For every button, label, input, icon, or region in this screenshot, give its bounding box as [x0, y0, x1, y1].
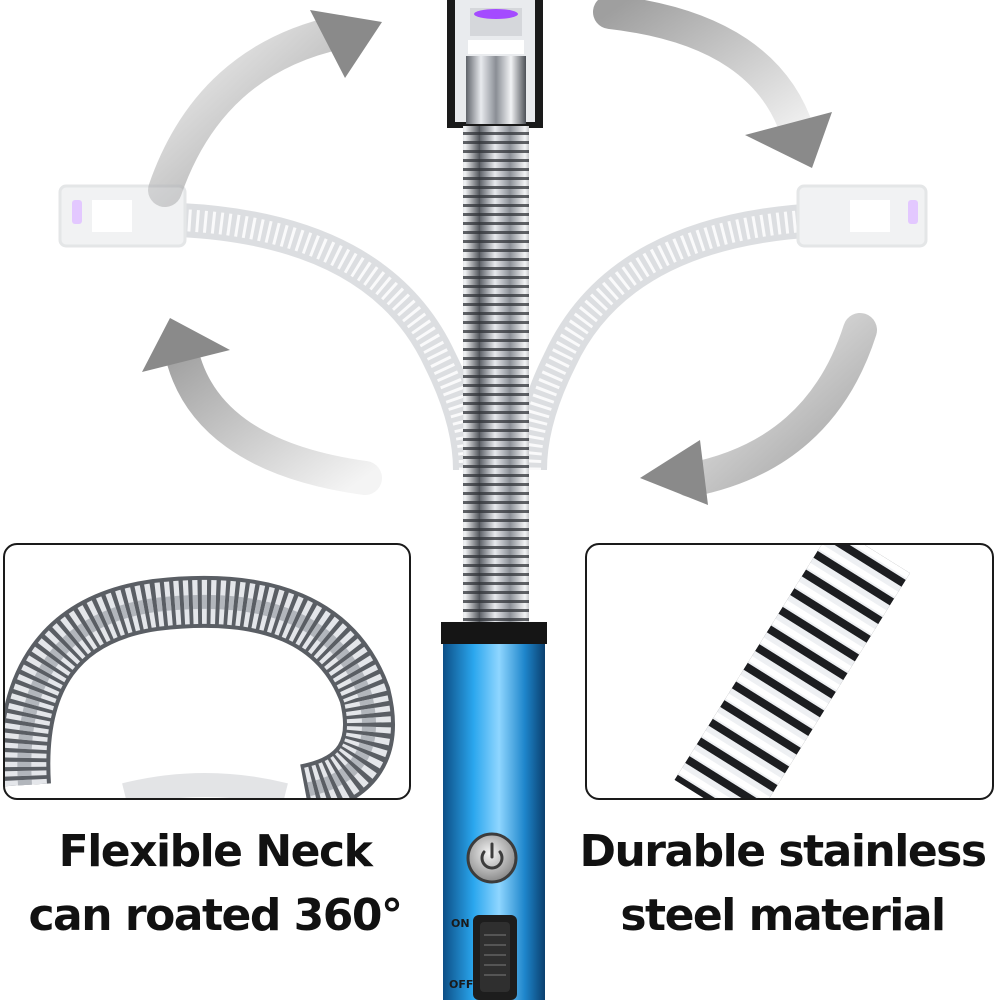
caption-stainless-steel: Durable stainless steel material	[565, 820, 1000, 948]
ghost-neck-left	[58, 184, 487, 471]
steel-closeup-image	[674, 545, 910, 798]
lighter-head	[447, 0, 543, 128]
caption-right-line1: Durable stainless	[579, 826, 987, 877]
arrow-bottom-right-icon	[640, 313, 877, 505]
flexible-neck	[463, 126, 529, 626]
caption-right-line2: steel material	[620, 890, 946, 941]
arrow-top-left-icon	[148, 10, 382, 207]
power-icon[interactable]	[466, 832, 518, 884]
caption-left-line2: can roated 360°	[28, 890, 403, 941]
switch-off-label: OFF	[449, 978, 474, 991]
on-off-switch[interactable]	[473, 915, 517, 1000]
arrow-top-right-icon	[593, 0, 832, 168]
collar	[441, 622, 547, 644]
arrow-bottom-left-icon	[142, 318, 382, 495]
detail-panel-coiled-neck	[3, 543, 411, 800]
ghost-neck-right	[513, 184, 928, 471]
caption-left-line1: Flexible Neck	[58, 826, 373, 877]
detail-panel-steel-closeup	[585, 543, 994, 800]
caption-flexible-neck: Flexible Neck can roated 360°	[0, 820, 430, 948]
switch-on-label: ON	[451, 917, 470, 930]
coiled-neck-image	[5, 575, 395, 798]
